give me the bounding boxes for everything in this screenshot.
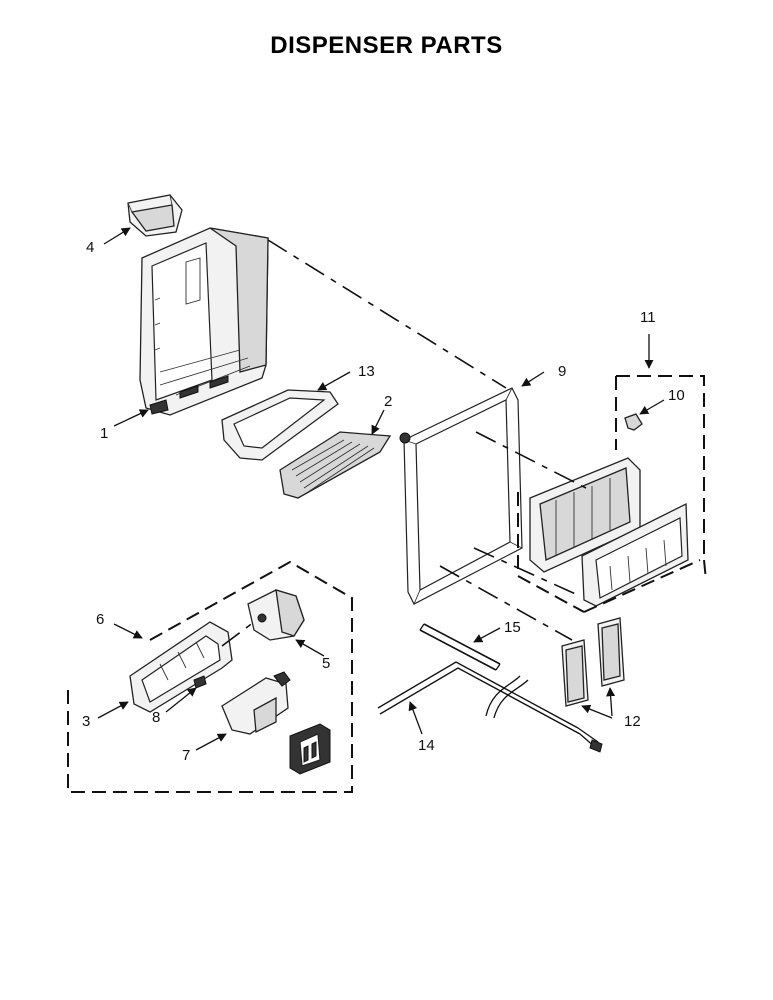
assembly-line-motor [221, 621, 255, 647]
part-10-clip [624, 413, 643, 431]
callout-14: 14 [418, 737, 435, 754]
callout-4: 4 [86, 239, 94, 256]
part-15-rod [419, 623, 501, 671]
callout-13: 13 [358, 363, 375, 380]
part-8-screw [193, 675, 207, 689]
part-6-bracket [129, 621, 233, 713]
assembly-boundary-11 [615, 375, 707, 581]
callout-11: 11 [640, 309, 656, 326]
part-14-tube [377, 661, 603, 753]
assembly-boundary-11b [517, 492, 701, 613]
assembly-line-housing-frame [267, 239, 507, 389]
part-11-control-panel [529, 457, 689, 607]
assembly-line-frame-pad [439, 565, 573, 641]
part-13-drip-tray [221, 389, 339, 461]
callout-8: 8 [152, 709, 160, 726]
assembly-boundary-6 [67, 560, 353, 793]
callout-5: 5 [322, 655, 330, 672]
part-9-frame [399, 387, 523, 605]
callout-15: 15 [504, 619, 521, 636]
part-12-pads [561, 617, 625, 707]
callout-1: 1 [100, 425, 108, 442]
callout-9: 9 [558, 363, 566, 380]
assembly-line-frame-panel-2 [473, 547, 581, 597]
callout-6: 6 [96, 611, 104, 628]
callout-2: 2 [384, 393, 392, 410]
part-1-housing [139, 227, 269, 416]
callout-12: 12 [624, 713, 641, 730]
callout-3: 3 [82, 713, 90, 730]
callout-7: 7 [182, 747, 190, 764]
part-2-grille [279, 431, 392, 499]
part-4-cup [127, 194, 183, 237]
part-7-solenoid [221, 671, 291, 735]
page-title: DISPENSER PARTS [270, 32, 503, 59]
part-7-cover [289, 723, 331, 775]
part-5-motor [247, 589, 305, 641]
callout-leaders [97, 227, 665, 751]
callout-10: 10 [668, 387, 685, 404]
assembly-line-frame-panel-1 [475, 431, 587, 489]
